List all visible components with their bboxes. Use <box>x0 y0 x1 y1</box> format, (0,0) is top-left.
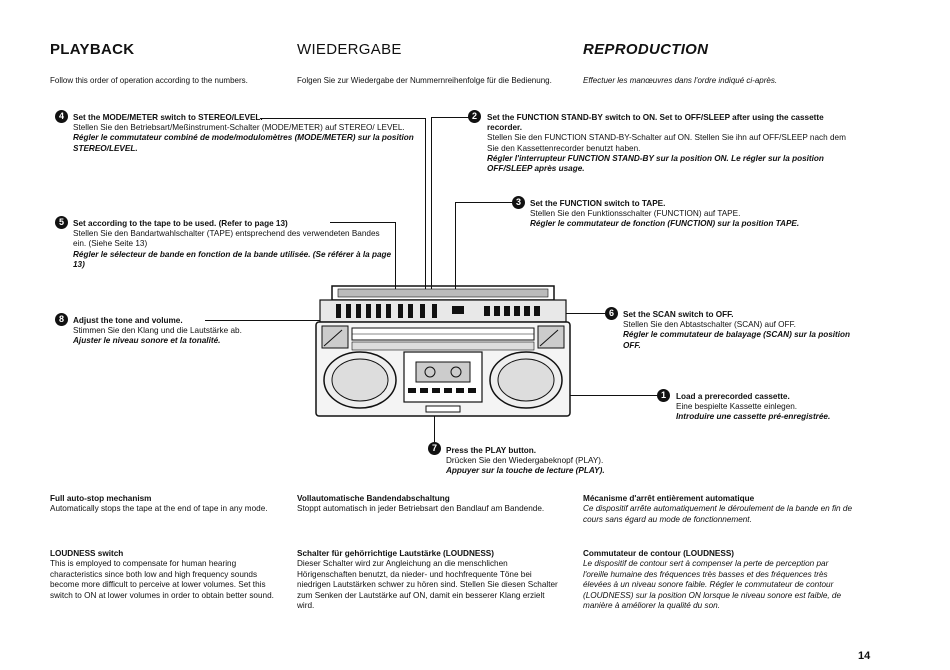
loudness-fr-body: Le dispositif de contour sert à compense… <box>583 559 842 611</box>
step-2-en: Set the FUNCTION STAND-BY switch to ON. … <box>487 113 824 133</box>
step-8-de: Stimmen Sie den Klang und die Lautstärke… <box>73 326 242 336</box>
step-8-en: Adjust the tone and volume. <box>73 316 183 325</box>
step-3-de: Stellen Sie den Funktionsschalter (FUNCT… <box>530 209 741 219</box>
step-1-number: 1 <box>657 389 670 402</box>
step-2-de: Stellen Sie den FUNCTION STAND-BY-Schalt… <box>487 133 846 153</box>
leader-line-8 <box>205 320 335 321</box>
step-6-number: 6 <box>605 307 618 320</box>
step-6-de: Stellen Sie den Abtastschalter (SCAN) au… <box>623 320 796 330</box>
step-4-en: Set the MODE/METER switch to STEREO/LEVE… <box>73 113 263 122</box>
step-4-fr: Régler le commutateur combiné de mode/mo… <box>73 133 414 153</box>
loudness-fr-title: Commutateur de contour (LOUDNESS) <box>583 549 735 558</box>
auto-stop-de-body: Stoppt automatisch in jeder Betriebsart … <box>297 504 545 514</box>
step-5-en: Set according to the tape to be used. (R… <box>73 219 288 228</box>
leader-line-5 <box>330 222 395 223</box>
step-5: Set according to the tape to be used. (R… <box>73 219 393 270</box>
leader-line-4-drop <box>425 118 426 290</box>
step-7-de: Drücken Sie den Wiedergabeknopf (PLAY). <box>446 456 604 466</box>
auto-stop-en: Full auto-stop mechanism Automatically s… <box>50 494 280 515</box>
step-4-number: 4 <box>55 110 68 123</box>
leader-line-3-drop <box>455 202 456 290</box>
step-4-de: Stellen Sie den Betriebsart/Meßinstrumen… <box>73 123 405 133</box>
leader-line-5-drop <box>395 222 396 290</box>
step-7-number: 7 <box>428 442 441 455</box>
step-7-en: Press the PLAY button. <box>446 446 537 455</box>
loudness-en-title: LOUDNESS switch <box>50 549 124 558</box>
heading-de: WIEDERGABE <box>297 41 402 58</box>
heading-fr: REPRODUCTION <box>583 41 709 58</box>
auto-stop-en-title: Full auto-stop mechanism <box>50 494 152 503</box>
step-1: Load a prerecorded cassette. Eine bespie… <box>676 392 916 423</box>
intro-de: Folgen Sie zur Wiedergabe der Nummernrei… <box>297 76 552 85</box>
loudness-en-body: This is employed to compensate for human… <box>50 559 274 600</box>
leader-line-6 <box>552 313 605 314</box>
step-6-en: Set the SCAN switch to OFF. <box>623 310 734 319</box>
step-4: Set the MODE/METER switch to STEREO/LEVE… <box>73 113 418 154</box>
step-7-fr: Appuyer sur la touche de lecture (PLAY). <box>446 466 605 476</box>
auto-stop-fr: Mécanisme d'arrêt entièrement automatiqu… <box>583 494 853 525</box>
loudness-de-title: Schalter für gehörrichtige Lautstärke (L… <box>297 549 494 558</box>
leader-line-7 <box>434 400 435 442</box>
step-2-fr: Régler l'interrupteur FUNCTION STAND-BY … <box>487 153 824 174</box>
intro-en: Follow this order of operation according… <box>50 76 248 85</box>
step-7: Press the PLAY button. Drücken Sie den W… <box>446 446 676 477</box>
auto-stop-en-body: Automatically stops the tape at the end … <box>50 504 268 514</box>
leader-line-4 <box>260 118 425 119</box>
step-2-number: 2 <box>468 110 481 123</box>
step-8-fr: Ajuster le niveau sonore et la tonalité. <box>73 336 221 346</box>
step-5-de: Stellen Sie den Bandartwahlschalter (TAP… <box>73 229 380 249</box>
loudness-de-body: Dieser Schalter wird zur Angleichung an … <box>297 559 558 611</box>
leader-line-3 <box>455 202 513 203</box>
auto-stop-fr-title: Mécanisme d'arrêt entièrement automatiqu… <box>583 494 755 503</box>
auto-stop-de-title: Vollautomatische Bandendabschaltung <box>297 494 450 503</box>
step-1-en: Load a prerecorded cassette. <box>676 392 790 401</box>
auto-stop-de: Vollautomatische Bandendabschaltung Stop… <box>297 494 562 515</box>
loudness-de: Schalter für gehörrichtige Lautstärke (L… <box>297 549 562 611</box>
intro-fr: Effectuer les manœuvres dans l'ordre ind… <box>583 76 778 85</box>
step-6-fr: Régler le commutateur de balayage (SCAN)… <box>623 330 851 350</box>
step-5-number: 5 <box>55 216 68 229</box>
step-5-fr: Régler le sélecteur de bande en fonction… <box>73 249 392 269</box>
step-3-fr: Régler le commutateur de fonction (FUNCT… <box>530 219 800 229</box>
page-number: 14 <box>858 650 871 662</box>
loudness-en: LOUDNESS switch This is employed to comp… <box>50 549 280 601</box>
step-3: Set the FUNCTION switch to TAPE. Stellen… <box>530 199 860 230</box>
auto-stop-fr-body: Ce dispositif arrête automatiquement le … <box>583 504 852 524</box>
step-1-fr: Introduire une cassette pré-enregistrée. <box>676 412 831 422</box>
step-8: Adjust the tone and volume. Stimmen Sie … <box>73 316 293 347</box>
heading-en: PLAYBACK <box>50 41 135 58</box>
step-2: Set the FUNCTION STAND-BY switch to ON. … <box>487 113 849 174</box>
step-8-number: 8 <box>55 313 68 326</box>
leader-line-2-drop <box>431 117 432 290</box>
step-3-en: Set the FUNCTION switch to TAPE. <box>530 199 666 208</box>
cassette-recorder-illustration <box>315 285 571 417</box>
loudness-fr: Commutateur de contour (LOUDNESS) Le dis… <box>583 549 853 611</box>
step-1-de: Eine bespielte Kassette einlegen. <box>676 402 798 412</box>
leader-line-2 <box>431 117 469 118</box>
step-3-number: 3 <box>512 196 525 209</box>
step-6: Set the SCAN switch to OFF. Stellen Sie … <box>623 310 863 351</box>
